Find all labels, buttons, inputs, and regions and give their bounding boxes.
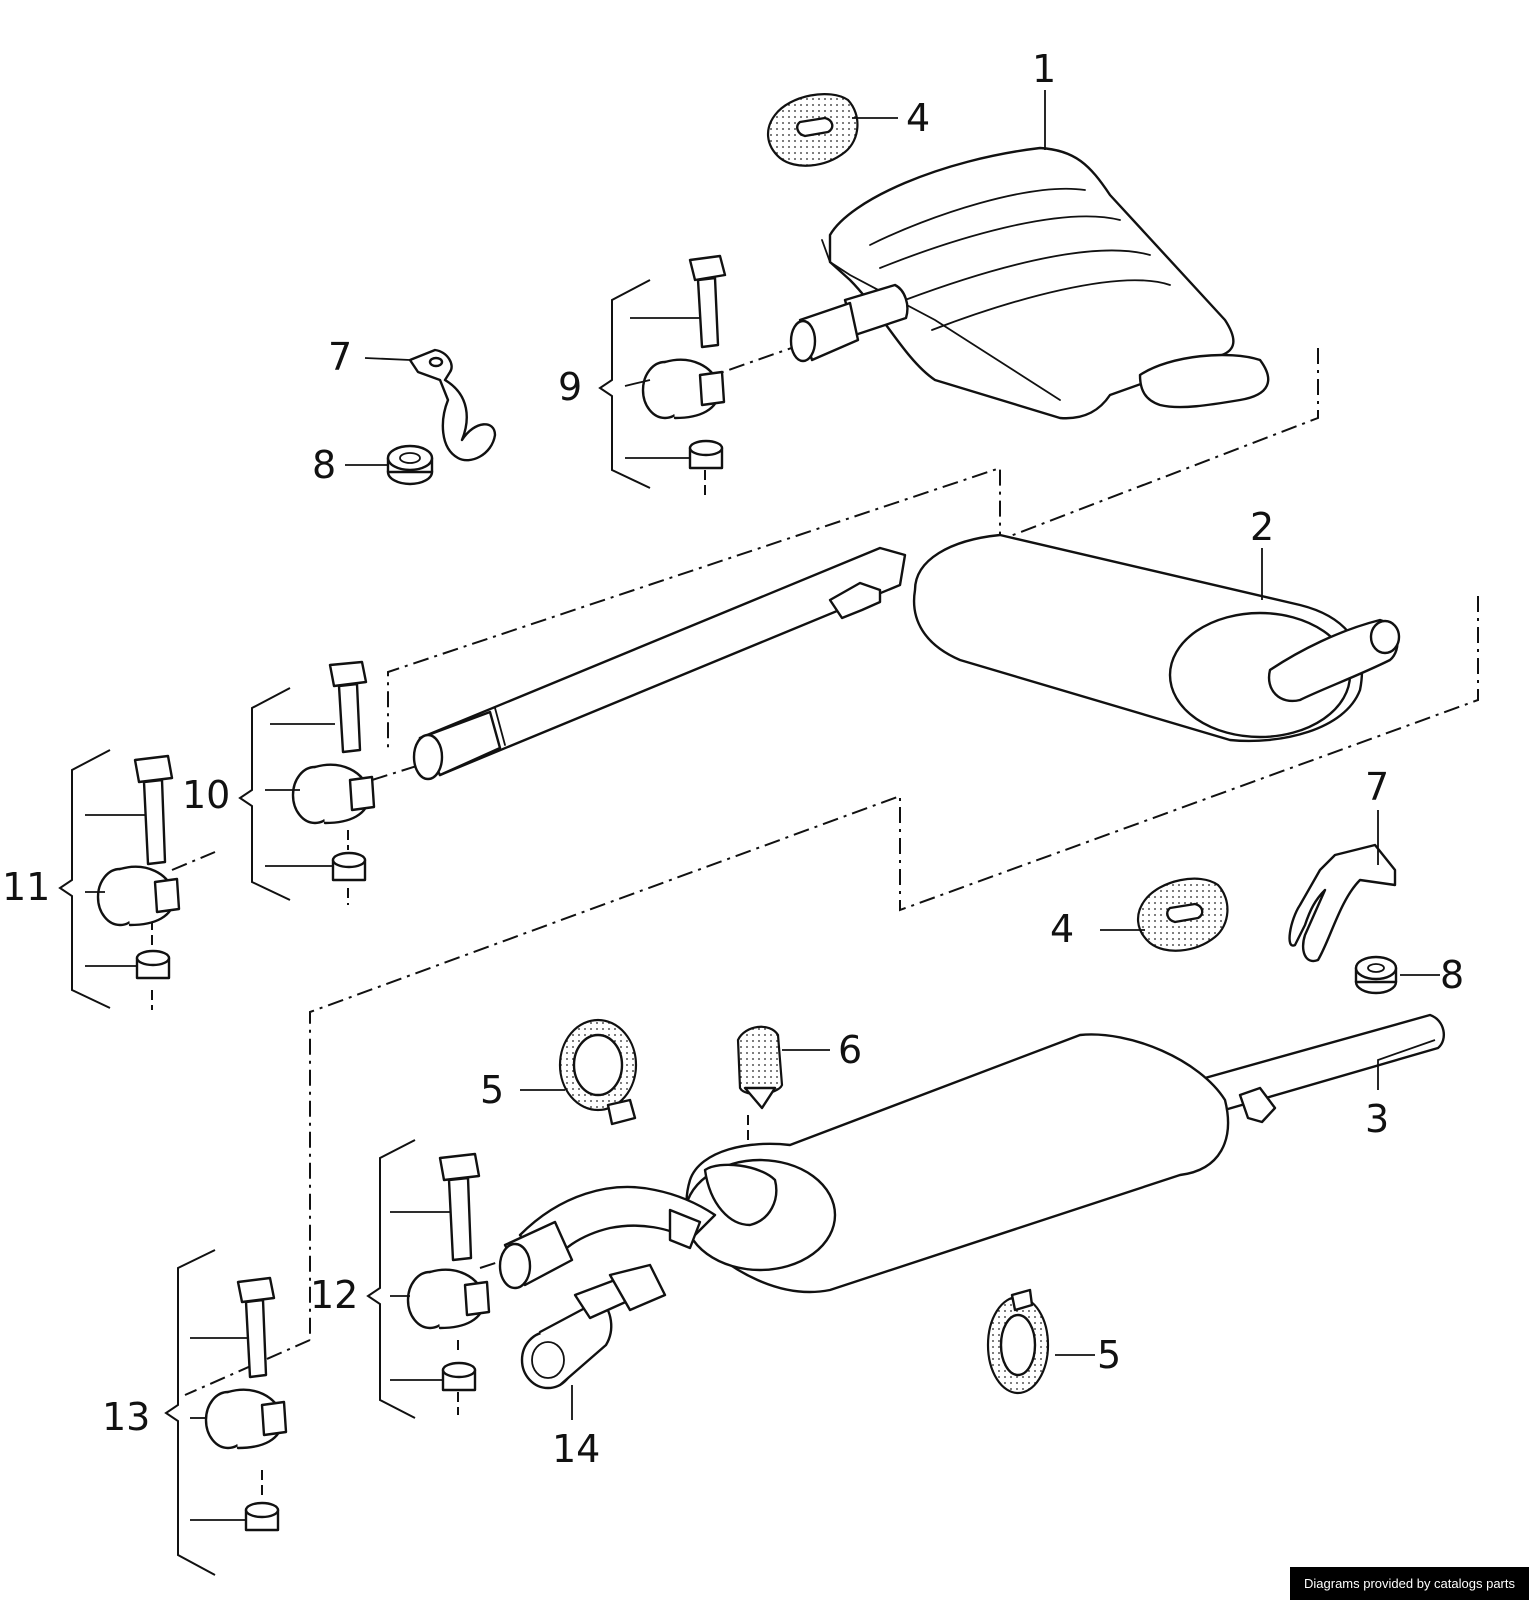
rear-muffler: [789, 146, 1270, 420]
gasket-top: [558, 1018, 638, 1126]
callout-14: 14: [552, 1427, 600, 1471]
callout-2: 2: [1250, 505, 1274, 549]
callout-11: 11: [2, 865, 50, 909]
callout-10: 10: [182, 773, 230, 817]
callout-9: 9: [558, 365, 582, 409]
hanger-bracket-mid: [1288, 843, 1397, 963]
callout-3: 3: [1365, 1097, 1389, 1141]
callout-5-top: 5: [480, 1068, 504, 1112]
hanger-bracket-top: [408, 348, 497, 462]
callout-7-top: 7: [328, 335, 352, 379]
callout-leaders: [345, 90, 1440, 1420]
rubber-hanger-mid: [1137, 877, 1229, 952]
rubber-hanger-top: [767, 93, 859, 167]
callout-5-bottom: 5: [1097, 1333, 1121, 1377]
credit-footer: Diagrams provided by catalogs parts: [1290, 1567, 1529, 1600]
group-braces: [58, 279, 700, 1576]
centre-muffler: [412, 533, 1401, 781]
sealing-plug: [736, 1025, 784, 1110]
callout-8-top: 8: [312, 443, 336, 487]
gasket-bottom: [986, 1288, 1050, 1395]
callout-8-mid: 8: [1440, 953, 1464, 997]
clamp-set-11: [96, 754, 181, 980]
flange-nut-top: [386, 444, 434, 486]
flange-nut-mid: [1354, 955, 1398, 995]
clamp-set-12: [406, 1152, 491, 1392]
callout-1: 1: [1032, 47, 1056, 91]
callout-12: 12: [310, 1273, 358, 1317]
callout-4-mid: 4: [1050, 907, 1074, 951]
clamp-set-13: [204, 1276, 288, 1532]
clamp-set-9: [641, 254, 727, 470]
callout-7-mid: 7: [1365, 765, 1389, 809]
callout-13: 13: [102, 1395, 150, 1439]
double-pipe-clamp: [520, 1263, 667, 1390]
callout-4-top: 4: [906, 96, 930, 140]
assembly-lines: [151, 344, 1479, 1495]
clamp-set-10: [291, 660, 376, 882]
front-muffler: [498, 1013, 1446, 1294]
callout-6: 6: [838, 1028, 862, 1072]
callout-labels: 1 4 7 9 8 2 10 7 11 4 8 6 5 3 12 5 13 14: [2, 47, 1464, 1471]
